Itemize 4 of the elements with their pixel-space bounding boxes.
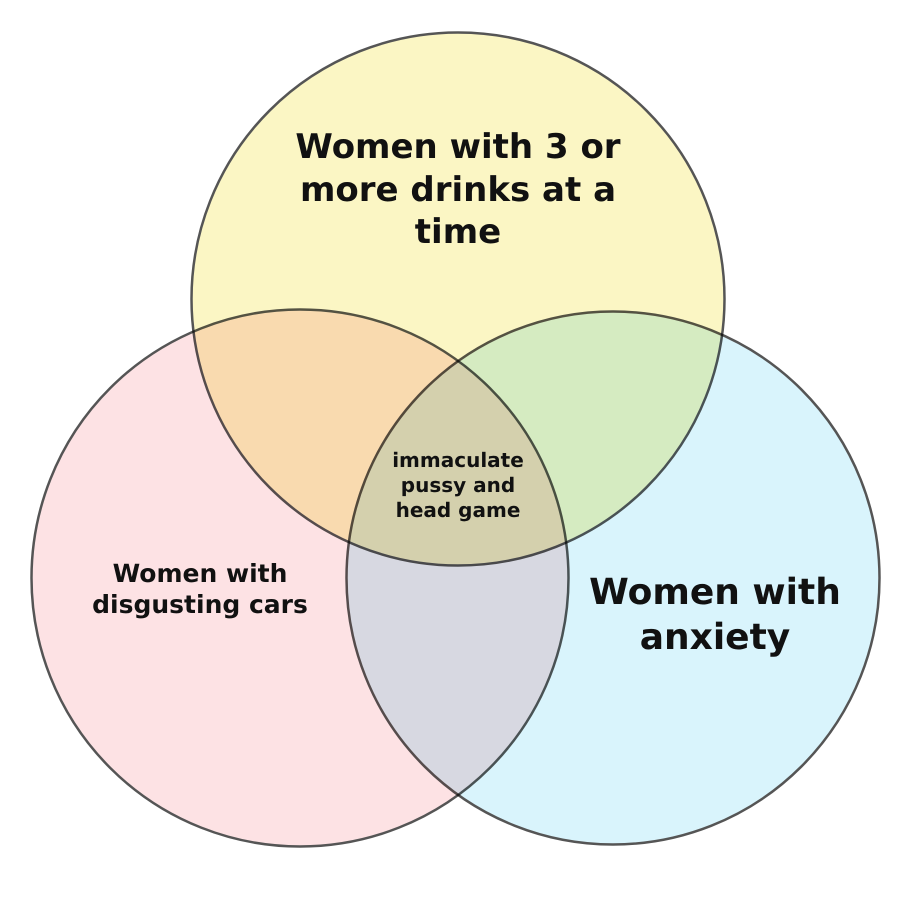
intersection-label: immaculate pussy and head game <box>391 448 525 523</box>
set-label: Women with anxiety <box>588 571 842 660</box>
set-label: Women with disgusting cars <box>91 558 309 620</box>
set-label: Women with 3 or more drinks at a time <box>294 126 622 254</box>
